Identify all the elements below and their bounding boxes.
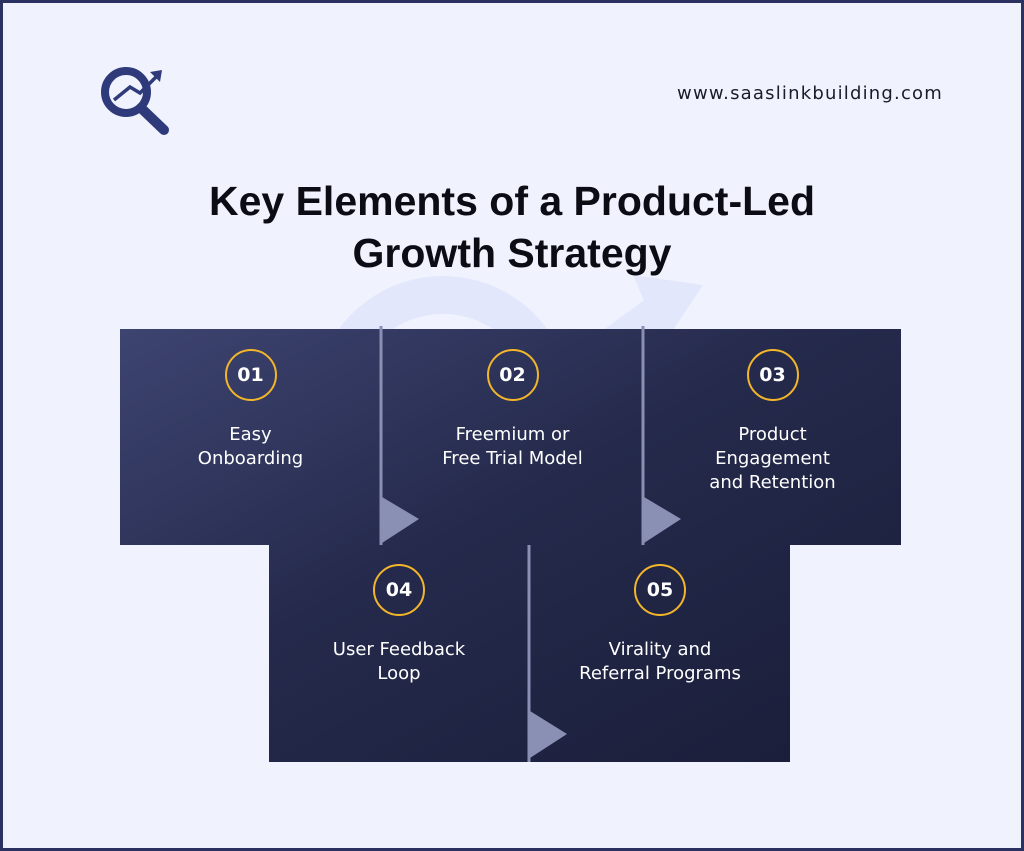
label-line: Free Trial Model: [442, 448, 583, 469]
label-line: Virality and: [608, 639, 712, 660]
website-url[interactable]: www.saaslinkbuilding.com: [677, 83, 943, 104]
label-line: Easy: [229, 424, 272, 445]
page-title: Key Elements of a Product-Led Growth Str…: [3, 175, 1021, 279]
magnifier-growth-chart-icon: [101, 67, 169, 135]
label-line: Loop: [377, 663, 421, 684]
number-badge: 04: [373, 564, 425, 616]
element-card-05: 05 Virality and Referral Programs: [530, 564, 790, 686]
number-badge: 01: [224, 349, 277, 401]
infographic-canvas: www.saaslinkbuilding.com Key Elements of…: [3, 3, 1021, 848]
title-line-2: Growth Strategy: [352, 230, 672, 276]
label-line: User Feedback: [332, 639, 466, 660]
label-line: Onboarding: [197, 448, 304, 469]
element-label: Easy Onboarding: [198, 423, 303, 471]
element-label: Freemium or Free Trial Model: [442, 423, 582, 471]
element-card-03: 03 Product Engagement and Retention: [644, 349, 901, 495]
label-line: Freemium or: [455, 424, 570, 445]
element-card-02: 02 Freemium or Free Trial Model: [382, 349, 643, 471]
number-badge: 05: [634, 564, 686, 616]
element-card-01: 01 Easy Onboarding: [120, 349, 381, 471]
label-line: Engagement: [715, 448, 830, 469]
element-card-04: 04 User Feedback Loop: [269, 564, 529, 686]
label-line: and Retention: [709, 472, 836, 493]
label-line: Referral Programs: [579, 663, 741, 684]
element-label: User Feedback Loop: [333, 638, 465, 686]
label-line: Product: [738, 424, 807, 445]
element-label: Virality and Referral Programs: [579, 638, 741, 686]
number-badge: 03: [746, 349, 799, 401]
number-badge: 02: [486, 349, 539, 401]
title-line-1: Key Elements of a Product-Led: [208, 178, 815, 224]
elements-diagram: [120, 326, 901, 762]
element-label: Product Engagement and Retention: [709, 423, 835, 495]
